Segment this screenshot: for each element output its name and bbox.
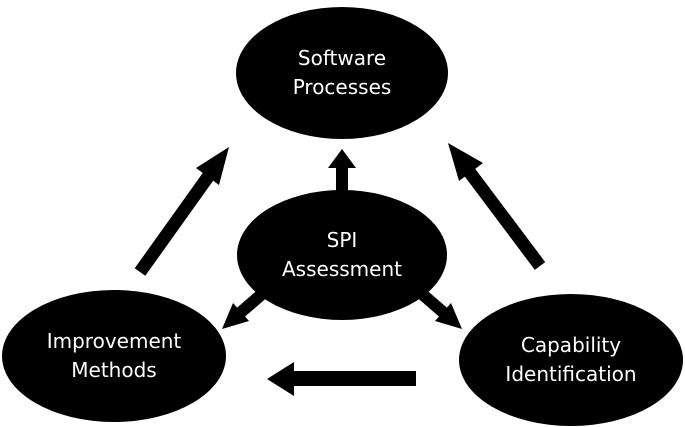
arrow-capability-identification-to-improvement-methods [267,362,416,396]
arrow-capability-identification-to-software-processes [448,143,546,270]
node-software-processes [236,7,448,139]
arrow-spi-to-improvement-methods [222,289,266,329]
arrow-spi-to-software-processes [328,149,356,194]
node-spi-assessment [237,190,447,320]
arrow-improvement-methods-to-software-processes [134,147,229,276]
node-capability-identification [459,294,683,426]
arrow-spi-to-capability-identification [418,289,462,329]
node-improvement-methods [2,290,226,422]
